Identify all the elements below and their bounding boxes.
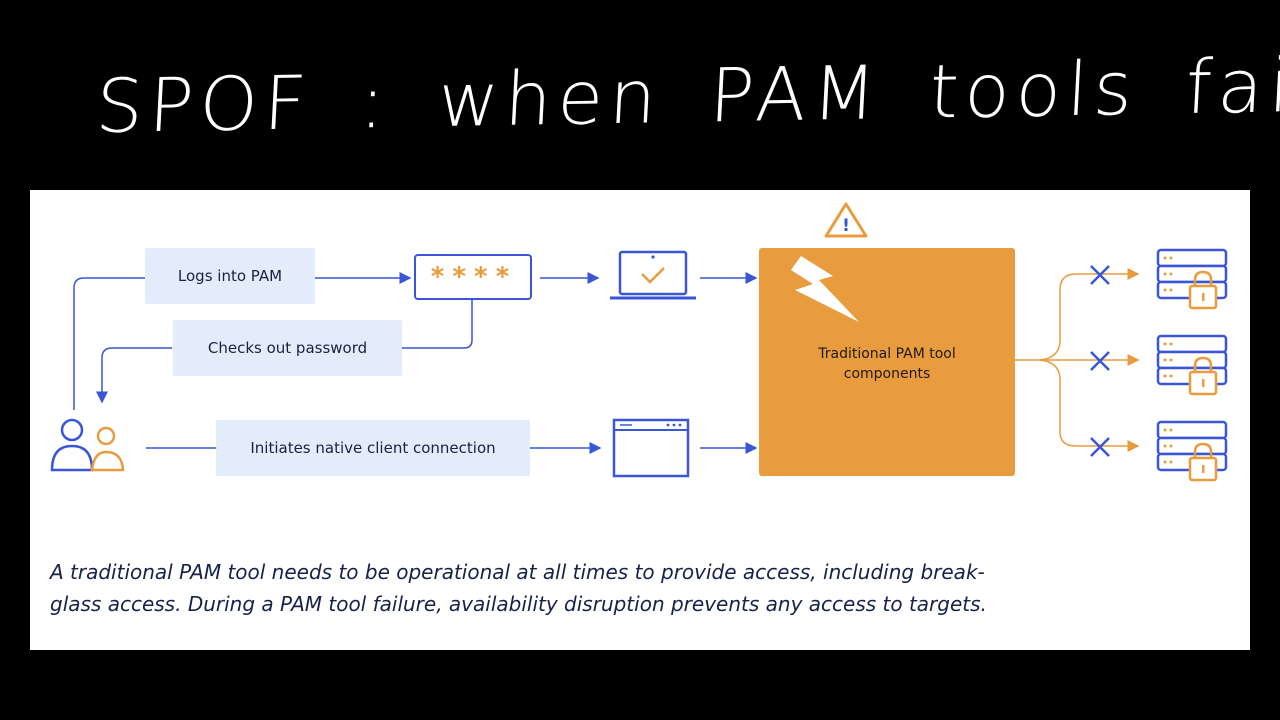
title-banner: SPOF : when PAM tools fail xyxy=(28,0,1280,186)
users-icon xyxy=(50,418,125,472)
password-mask: **** xyxy=(414,254,532,300)
lightning-bolt-icon xyxy=(791,256,859,322)
logs-into-pam-box: Logs into PAM xyxy=(145,248,315,304)
caption-line-2: glass access. During a PAM tool failure,… xyxy=(50,592,987,616)
page-title: SPOF : when PAM tools fail xyxy=(93,42,1280,151)
diagram-caption: A traditional PAM tool needs to be opera… xyxy=(50,556,1230,620)
diagram-panel: ! xyxy=(30,190,1250,650)
flow-connectors xyxy=(73,272,758,454)
pam-tool-label: Traditional PAM tool components xyxy=(818,346,956,382)
pam-tool-components-box: Traditional PAM tool components xyxy=(759,248,1015,476)
target-connectors xyxy=(1015,268,1140,452)
checks-out-password-box: Checks out password xyxy=(173,320,402,376)
initiates-connection-box: Initiates native client connection xyxy=(216,420,530,476)
locked-server-icon xyxy=(1156,248,1228,482)
browser-window-icon xyxy=(612,418,690,478)
caption-line-1: A traditional PAM tool needs to be opera… xyxy=(50,560,985,584)
svg-text:!: ! xyxy=(842,216,850,236)
pam-flow-diagram: ! xyxy=(50,202,1228,482)
warning-triangle-icon: ! xyxy=(824,202,868,238)
laptop-check-icon xyxy=(610,250,696,300)
x-mark-icon xyxy=(1090,265,1110,457)
